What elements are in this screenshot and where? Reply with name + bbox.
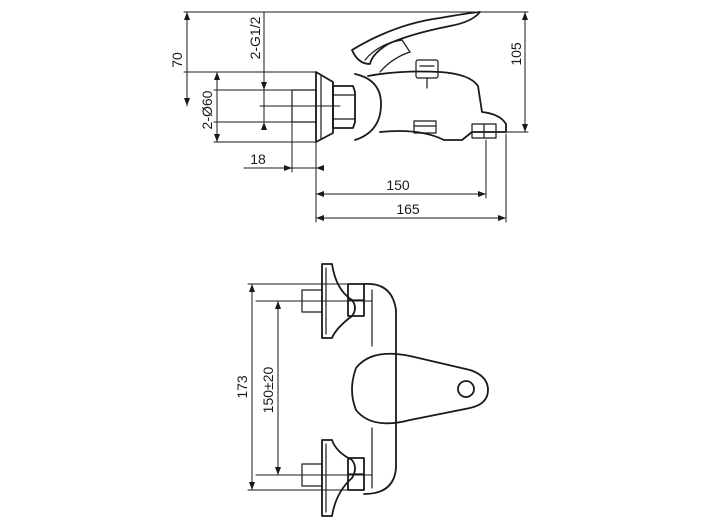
side-wall-flange [315,71,334,143]
dim-overall-width-label: 173 [234,375,250,399]
front-view: 173 150±20 [234,263,489,517]
side-lever-handle [351,11,481,65]
front-lever-hole [457,380,475,398]
dim-spout-reach-arrow-left [316,191,324,197]
front-bottom-flange [321,439,356,517]
dim-spout-reach-arrow-right [478,191,486,197]
dim-inlet-offset-arrow-left [284,165,292,171]
dim-spout-arrow-top [522,12,528,20]
side-lever-base [364,39,411,73]
dim-overall-width-arrow-bottom [249,482,255,490]
side-mixer-body [367,70,507,141]
dim-inlet-centers-arrow-bottom [275,467,281,475]
dim-inlet-centers-arrow-top [275,301,281,309]
front-lever-handle [351,352,489,425]
dim-inlet-centers-label: 150±20 [260,366,276,413]
dim-inlet-offset-arrow-right [316,165,324,171]
side-diverter-knob [415,59,439,79]
dim-overall-depth-arrow-right [498,215,506,221]
dim-spout-arrow-bottom [522,124,528,132]
dim-flange-arrow-top [214,72,220,80]
dim-inlet-offset-label: 18 [250,151,266,167]
side-hex-nut [332,85,356,129]
dim-thread-label: 2-G1/2 [247,16,263,59]
side-spout-aerator [413,120,437,134]
dim-flange-arrow-bottom [214,134,220,142]
dim-thread-arrow-top [261,122,267,130]
dim-thread-arrow-bottom [261,82,267,90]
dim-handle-arrow-bottom [184,98,190,106]
front-mixer-body [363,283,397,495]
dim-handle-arrow-top [184,12,190,20]
side-body-cap [354,73,382,141]
dim-overall-depth-arrow-left [316,215,324,221]
dim-handle-height-label: 70 [169,52,185,68]
dim-overall-depth-label: 165 [396,201,420,217]
dim-overall-width-arrow-top [249,284,255,292]
side-view: 70 2-Ø60 2-G1/2 105 18 150 [169,11,529,223]
dim-spout-height-label: 105 [508,42,524,66]
dim-flange-diameter-label: 2-Ø60 [199,90,215,129]
dim-spout-reach-label: 150 [386,177,410,193]
